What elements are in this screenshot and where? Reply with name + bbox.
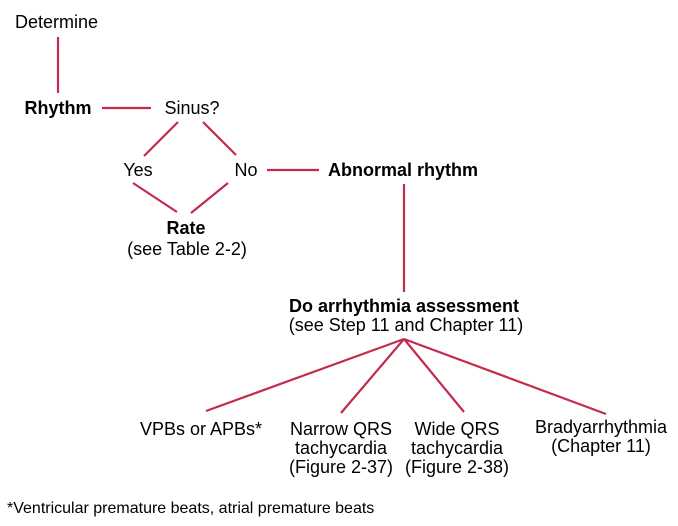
node-sinus: Sinus?: [164, 98, 220, 118]
node-no: No: [234, 160, 258, 180]
node-narrow-qrs-tachycardia: Narrow QRS tachycardia (Figure 2-37): [289, 420, 393, 477]
node-wide-qrs-line3: (Figure 2-38): [404, 457, 510, 477]
node-arrhythmia-assessment-reference: (see Step 11 and Chapter 11): [288, 315, 524, 335]
node-determine: Determine: [15, 12, 99, 32]
node-wide-qrs-line1: Wide QRS: [414, 419, 500, 439]
node-bradyarrhythmia-line2: (Chapter 11): [551, 436, 651, 456]
node-bradyarrhythmia: Bradyarrhythmia (Chapter 11): [535, 418, 667, 456]
connector-assessment-vpbs: [205, 337, 405, 413]
connector-assessment-narrow: [340, 338, 405, 414]
node-rate-reference: (see Table 2-2): [127, 239, 247, 259]
node-bradyarrhythmia-line1: Bradyarrhythmia: [534, 417, 668, 437]
node-narrow-qrs-line1: Narrow QRS: [289, 419, 393, 439]
node-rate: Rate: [166, 218, 206, 238]
node-rhythm: Rhythm: [24, 98, 92, 118]
connector-assessment-wide: [403, 338, 465, 413]
node-abnormal-rhythm: Abnormal rhythm: [327, 160, 479, 180]
node-narrow-qrs-line2: tachycardia: [294, 438, 388, 458]
connector-no-rate: [190, 182, 229, 214]
node-arrhythmia-assessment: Do arrhythmia assessment: [288, 296, 520, 316]
node-vpbs-apbs: VPBs or APBs*: [139, 419, 263, 439]
connector-sinus-no: [202, 121, 237, 156]
node-narrow-qrs-line3: (Figure 2-37): [288, 457, 394, 477]
connector-yes-rate: [132, 182, 178, 213]
node-wide-qrs-tachycardia: Wide QRS tachycardia (Figure 2-38): [405, 420, 509, 477]
node-wide-qrs-line2: tachycardia: [410, 438, 504, 458]
connector-sinus-yes: [143, 121, 179, 157]
node-yes: Yes: [123, 160, 153, 180]
connector-assessment-brady: [403, 337, 607, 416]
footnote-abbreviations: *Ventricular premature beats, atrial pre…: [7, 500, 375, 517]
